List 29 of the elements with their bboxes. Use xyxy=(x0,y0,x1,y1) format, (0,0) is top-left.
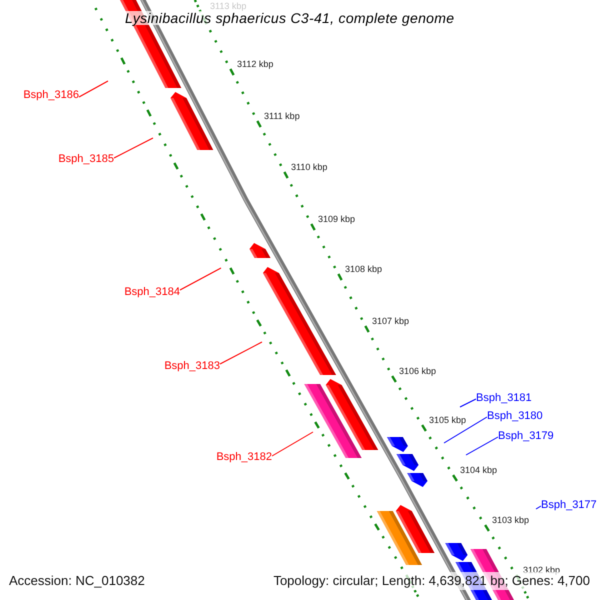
gene-label: Bsph_3182 xyxy=(216,450,272,464)
leader-line xyxy=(460,398,476,408)
tick-label: 3103 kbp xyxy=(492,514,530,526)
tick-label: 3106 kbp xyxy=(399,365,436,377)
tick-label: 3107 kbp xyxy=(372,315,410,327)
gene-label: Bsph_3181 xyxy=(476,391,532,405)
gene-label: Bsph_3180 xyxy=(487,409,543,423)
tick-label: 3105 kbp xyxy=(429,414,466,426)
leader-line xyxy=(466,436,498,456)
tick-label: 3104 kbp xyxy=(460,464,498,476)
tick-label: 3108 kbp xyxy=(345,263,382,275)
gene-label: Bsph_3186 xyxy=(23,88,79,102)
leader-line xyxy=(180,268,222,290)
tick-label: 3110 kbp xyxy=(291,161,328,173)
leader-line xyxy=(220,342,262,364)
gene-label: Bsph_3177 xyxy=(541,498,597,512)
leader-line xyxy=(536,506,542,510)
gene-label: Bsph_3179 xyxy=(498,429,554,443)
tick-label: 3109 kbp xyxy=(318,213,356,225)
tick-label: 3112 kbp xyxy=(237,58,274,70)
gene-label: Bsph_3184 xyxy=(124,285,180,299)
gene-label: Bsph_3183 xyxy=(164,359,220,373)
leader-line xyxy=(114,138,154,158)
leader-line xyxy=(272,432,314,456)
gene-label: Bsph_3185 xyxy=(58,152,114,166)
tick-label: 3111 kbp xyxy=(264,110,300,122)
leader-line xyxy=(78,80,108,98)
leader-line xyxy=(444,416,488,444)
accession-text: Accession: NC_010382 xyxy=(9,574,145,588)
